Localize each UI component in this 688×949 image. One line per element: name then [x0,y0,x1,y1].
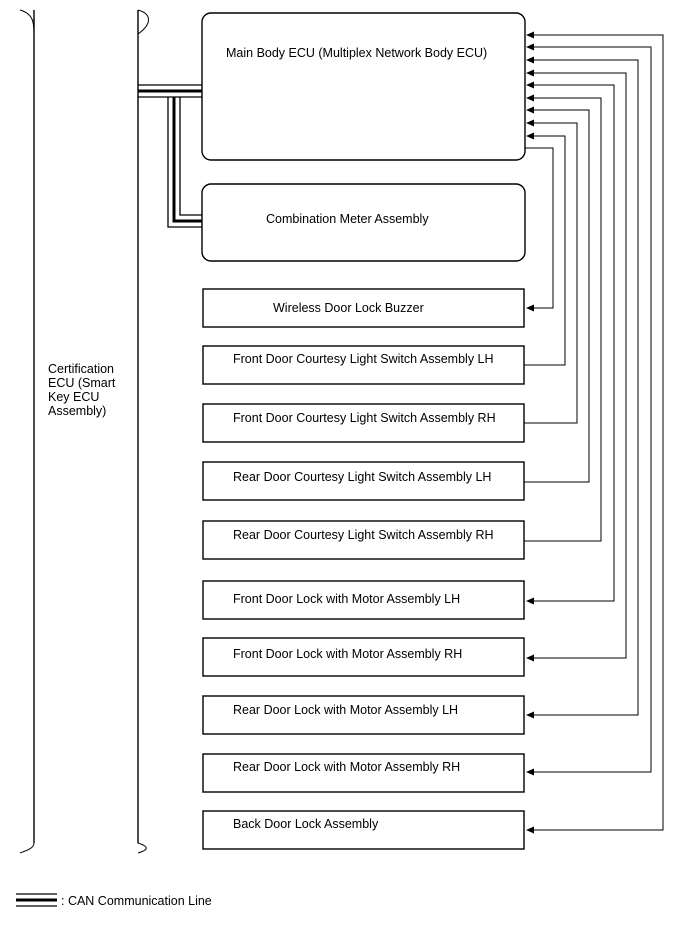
cert-ecu-label-2: ECU (Smart [48,376,116,390]
certification-ecu: Certification ECU (Smart Key ECU Assembl… [19,9,149,854]
combination-meter: Combination Meter Assembly [201,183,526,262]
component-label-6: Front Door Lock with Motor Assembly RH [233,647,462,661]
component-label-4: Rear Door Courtesy Light Switch Assembly… [233,528,494,542]
component-box-0: Wireless Door Lock Buzzer [202,288,525,328]
cert-ecu-label-3: Key ECU [48,390,99,404]
main-body-ecu-label: Main Body ECU (Multiplex Network Body EC… [226,46,487,60]
wire-rear-lock-rh [533,46,652,773]
legend-label: : CAN Communication Line [61,894,212,908]
wire-back-door-lock [533,34,664,831]
component-label-9: Back Door Lock Assembly [233,817,379,831]
component-label-3: Rear Door Courtesy Light Switch Assembly… [233,470,491,484]
wire-front-lock-lh [533,84,615,602]
main-body-ecu: Main Body ECU (Multiplex Network Body EC… [201,12,526,161]
combination-meter-label: Combination Meter Assembly [266,212,429,226]
component-box-5: Front Door Lock with Motor Assembly LH [202,580,525,620]
component-box-3: Rear Door Courtesy Light Switch Assembly… [202,461,525,501]
signal-wires [524,31,664,834]
wire-rear-courtesy-lh [524,109,590,483]
component-label-2: Front Door Courtesy Light Switch Assembl… [233,411,496,425]
component-box-7: Rear Door Lock with Motor Assembly LH [202,695,525,735]
component-box-2: Front Door Courtesy Light Switch Assembl… [202,403,525,443]
wire-front-courtesy-lh [524,135,566,366]
wire-rear-courtesy-rh [524,97,602,542]
component-label-1: Front Door Courtesy Light Switch Assembl… [233,352,494,366]
component-box-1: Front Door Courtesy Light Switch Assembl… [202,345,525,385]
wire-buzzer [525,147,554,309]
can-bus-lines [138,84,202,228]
cert-ecu-label-1: Certification [48,362,114,376]
component-box-8: Rear Door Lock with Motor Assembly RH [202,753,525,793]
component-box-9: Back Door Lock Assembly [202,810,525,850]
component-label-8: Rear Door Lock with Motor Assembly RH [233,760,460,774]
wire-rear-lock-lh [533,59,639,716]
wire-front-lock-rh [533,72,627,659]
component-label-7: Rear Door Lock with Motor Assembly LH [233,703,458,717]
component-box-4: Rear Door Courtesy Light Switch Assembly… [202,520,525,560]
component-label-5: Front Door Lock with Motor Assembly LH [233,592,460,606]
wire-front-courtesy-rh [524,122,578,424]
arrow-buzzer [526,304,534,312]
cert-ecu-label-4: Assembly) [48,404,106,418]
component-box-6: Front Door Lock with Motor Assembly RH [202,637,525,677]
legend: : CAN Communication Line [16,893,212,908]
component-label-0: Wireless Door Lock Buzzer [273,301,424,315]
